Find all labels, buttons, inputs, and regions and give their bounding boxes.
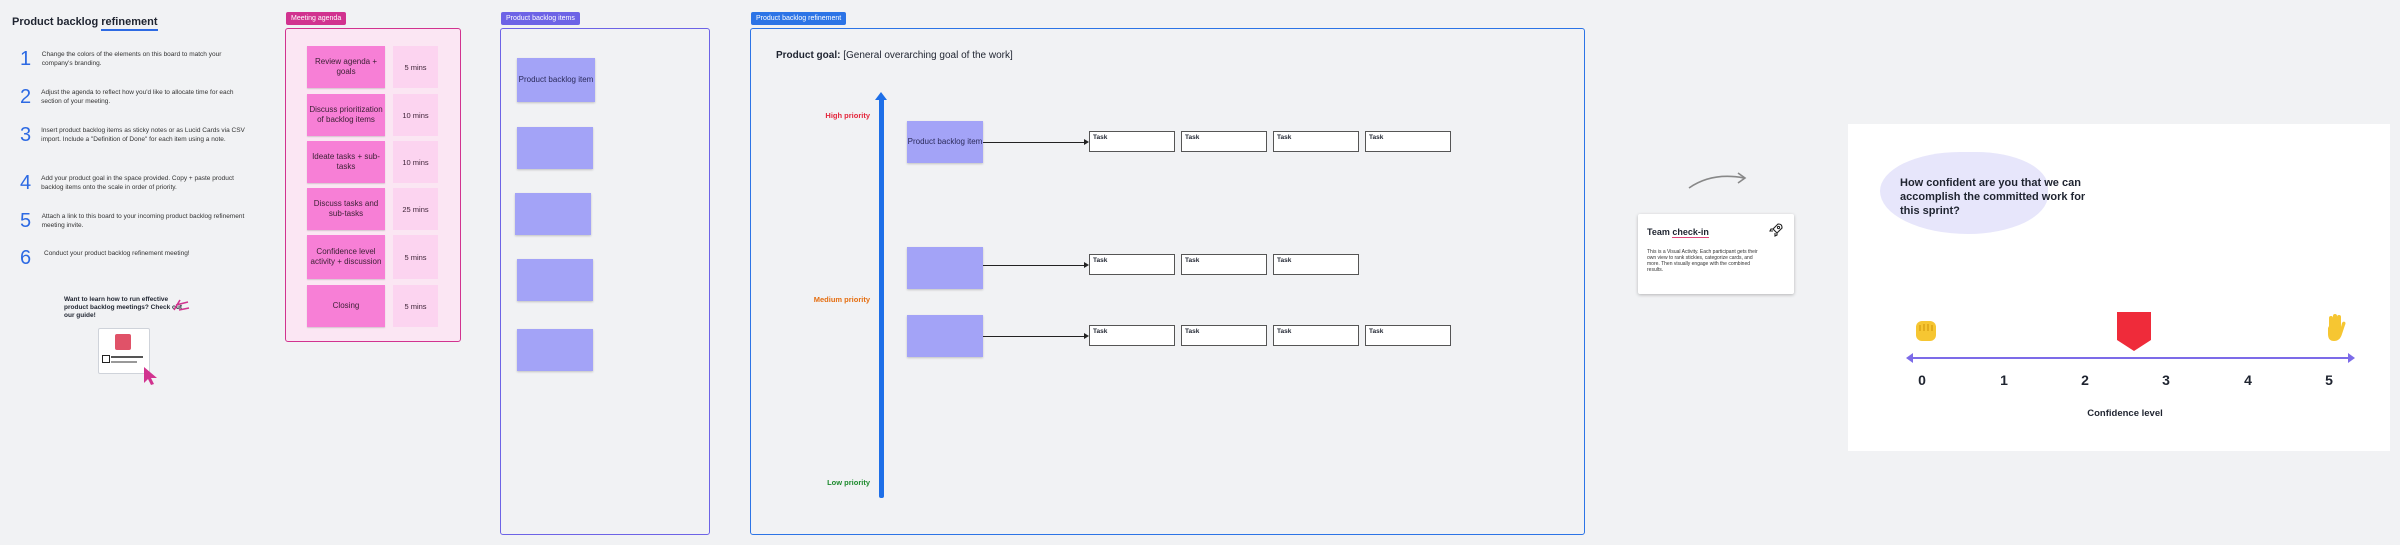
step-number: 2 (20, 86, 32, 108)
instruction-step: 5 Attach a link to this board to your in… (20, 211, 245, 231)
backlog-item-sticky[interactable] (515, 193, 591, 235)
board-title: Product backlog refinement (12, 16, 158, 31)
priority-row-item[interactable] (907, 247, 983, 289)
agenda-time[interactable]: 5 mins (393, 235, 438, 279)
backlog-item-sticky[interactable]: Product backlog item (517, 58, 595, 102)
instruction-step: 3 Insert product backlog items as sticky… (20, 125, 245, 145)
task-card[interactable]: Task (1365, 325, 1451, 346)
instruction-step: 2 Adjust the agenda to reflect how you'd… (20, 87, 245, 107)
agenda-time[interactable]: 10 mins (393, 141, 438, 183)
scale-tick-2: 2 (2081, 372, 2089, 388)
priority-row-item[interactable] (907, 315, 983, 357)
guide-cover-icon (115, 334, 131, 350)
confidence-level-label: Confidence level (2087, 408, 2163, 419)
sparkle-icon (173, 299, 190, 311)
backlog-item-sticky[interactable] (517, 329, 593, 371)
backlog-frame-tag[interactable]: Product backlog items (501, 12, 580, 25)
agenda-item[interactable]: Ideate tasks + sub-tasks (307, 141, 385, 183)
step-number: 5 (20, 210, 32, 232)
confidence-question: How confident are you that we can accomp… (1900, 177, 2086, 217)
agenda-item[interactable]: Review agenda + goals (307, 46, 385, 88)
learn-more-text: Want to learn how to run effective produ… (64, 296, 183, 319)
priority-axis (879, 98, 884, 498)
task-card[interactable]: Task (1089, 131, 1175, 152)
scale-arrow-right (2348, 353, 2355, 363)
agenda-frame-tag[interactable]: Meeting agenda (286, 12, 347, 25)
task-card[interactable]: Task (1181, 325, 1267, 346)
medium-priority-label: Medium priority (813, 295, 870, 304)
step-number: 6 (20, 247, 32, 269)
scale-tick-3: 3 (2162, 372, 2170, 388)
scale-tick-0: 0 (1918, 372, 1926, 388)
scale-tick-5: 5 (2325, 372, 2333, 388)
connector-line[interactable] (983, 265, 1085, 266)
priority-row-item[interactable]: Product backlog item (907, 121, 983, 163)
product-goal[interactable]: Product goal: [General overarching goal … (776, 50, 1013, 61)
task-card[interactable]: Task (1089, 325, 1175, 346)
backlog-item-sticky[interactable] (517, 259, 593, 301)
step-text: Adjust the agenda to reflect how you'd l… (41, 89, 234, 105)
scale-tick-4: 4 (2244, 372, 2252, 388)
checkin-title-underlined: check-in (1672, 227, 1709, 238)
agenda-item[interactable]: Confidence level activity + discussion (307, 235, 385, 279)
connector-arrowhead (1084, 139, 1089, 145)
step-text: Conduct your product backlog refinement … (44, 250, 190, 257)
product-goal-label: Product goal: (776, 50, 841, 61)
checkin-description: This is a Visual Activity. Each particip… (1647, 249, 1758, 273)
backlog-item-sticky[interactable] (517, 127, 593, 169)
task-card[interactable]: Task (1273, 254, 1359, 275)
task-card[interactable]: Task (1181, 254, 1267, 275)
product-goal-text[interactable]: [General overarching goal of the work] (843, 50, 1013, 61)
curved-arrow-icon (1688, 172, 1747, 189)
confidence-marker[interactable] (2117, 312, 2151, 340)
low-priority-label: Low priority (827, 478, 870, 487)
task-card[interactable]: Task (1365, 131, 1451, 152)
connector-arrowhead (1084, 333, 1089, 339)
instruction-step: 4 Add your product goal in the space pro… (20, 173, 245, 193)
agenda-time[interactable]: 5 mins (393, 46, 438, 88)
fist-icon (1916, 321, 1936, 341)
scale-tick-1: 1 (2000, 372, 2008, 388)
refinement-frame (750, 28, 1585, 535)
connector-line[interactable] (983, 142, 1085, 143)
rocket-icon (1769, 223, 1783, 237)
connector-line[interactable] (983, 336, 1085, 337)
scale-arrow-left (1906, 353, 1913, 363)
agenda-time[interactable]: 10 mins (393, 94, 438, 136)
step-number: 1 (20, 48, 32, 70)
step-text: Change the colors of the elements on thi… (41, 51, 222, 67)
agenda-item[interactable]: Discuss prioritization of backlog items (307, 94, 385, 136)
step-number: 4 (20, 172, 32, 194)
agenda-time[interactable]: 25 mins (393, 188, 438, 230)
step-number: 3 (20, 124, 32, 146)
guide-subtitle-line (111, 361, 137, 363)
raised-hand-icon (2328, 314, 2346, 341)
refinement-frame-tag[interactable]: Product backlog refinement (751, 12, 847, 25)
agenda-item[interactable]: Closing (307, 285, 385, 327)
task-card[interactable]: Task (1089, 254, 1175, 275)
instruction-step: 6 Conduct your product backlog refinemen… (20, 248, 245, 268)
connector-arrowhead (1084, 262, 1089, 268)
step-text: Attach a link to this board to your inco… (41, 213, 245, 229)
question-blob (1880, 152, 2048, 234)
guide-logo-icon (102, 355, 110, 363)
agenda-item[interactable]: Discuss tasks and sub-tasks (307, 188, 385, 230)
step-text: Insert product backlog items as sticky n… (41, 127, 245, 143)
priority-axis-arrowhead (875, 92, 887, 100)
cursor-icon (144, 367, 157, 385)
step-text: Add your product goal in the space provi… (41, 175, 234, 191)
checkin-title: Team check-in (1647, 227, 1709, 238)
instruction-step: 1 Change the colors of the elements on t… (20, 49, 245, 69)
task-card[interactable]: Task (1273, 131, 1359, 152)
guide-title-line (111, 356, 143, 358)
task-card[interactable]: Task (1181, 131, 1267, 152)
agenda-time[interactable]: 5 mins (393, 285, 438, 327)
board-title-underlined: refinement (101, 16, 158, 31)
high-priority-label: High priority (825, 111, 870, 120)
confidence-scale-line (1910, 357, 2350, 359)
guide-thumbnail-link[interactable] (98, 328, 150, 374)
confidence-marker-tip (2117, 340, 2151, 351)
team-checkin-card[interactable]: Team check-in This is a Visual Activity.… (1638, 214, 1794, 294)
task-card[interactable]: Task (1273, 325, 1359, 346)
